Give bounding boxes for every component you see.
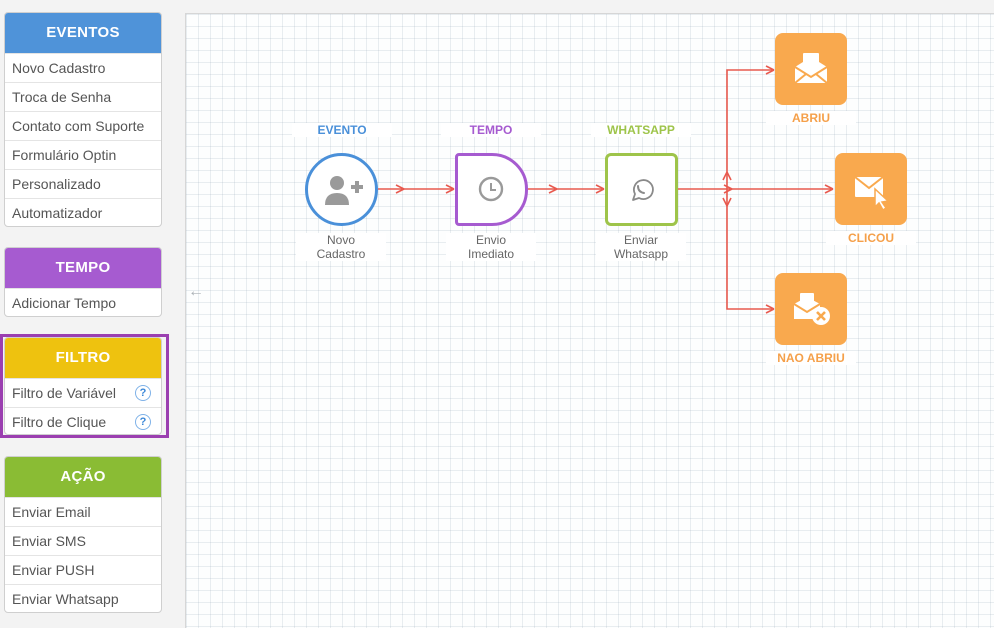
outcome-clicou[interactable] bbox=[835, 153, 907, 225]
user-plus-icon bbox=[325, 176, 363, 205]
outcome-abriu[interactable] bbox=[775, 33, 847, 105]
node-tempo-title: TEMPO bbox=[441, 123, 541, 137]
node-whatsapp-title: WHATSAPP bbox=[591, 123, 691, 137]
panel-eventos: EVENTOS Novo Cadastro Troca de Senha Con… bbox=[4, 12, 162, 227]
panel-tempo-header: TEMPO bbox=[5, 248, 161, 288]
panel-tempo: TEMPO Adicionar Tempo bbox=[4, 247, 162, 317]
node-tempo[interactable] bbox=[455, 153, 528, 226]
sidebar-item-enviar-sms[interactable]: Enviar SMS bbox=[5, 526, 161, 555]
envelope-open-icon bbox=[794, 53, 828, 84]
sidebar-item-contato-com-suporte[interactable]: Contato com Suporte bbox=[5, 111, 161, 140]
clock-icon bbox=[478, 176, 504, 202]
panel-acao: AÇÃO Enviar Email Enviar SMS Enviar PUSH… bbox=[4, 456, 162, 613]
sidebar-item-label: Filtro de Variável bbox=[12, 385, 117, 401]
sidebar-item-automatizador[interactable]: Automatizador bbox=[5, 198, 161, 226]
panel-filtro-header: FILTRO bbox=[5, 338, 161, 378]
whatsapp-icon bbox=[632, 179, 654, 201]
sidebar-item-troca-de-senha[interactable]: Troca de Senha bbox=[5, 82, 161, 111]
sidebar-item-formulario-optin[interactable]: Formulário Optin bbox=[5, 140, 161, 169]
collapse-sidebar-icon[interactable]: ← bbox=[188, 283, 204, 300]
sidebar-item-novo-cadastro[interactable]: Novo Cadastro bbox=[5, 53, 161, 82]
outcome-nao-abriu-label: NAO ABRIU bbox=[766, 351, 856, 365]
panel-acao-header: AÇÃO bbox=[5, 457, 161, 497]
outcome-abriu-label: ABRIU bbox=[766, 111, 856, 125]
help-icon[interactable]: ? bbox=[135, 385, 151, 401]
panel-filtro: FILTRO Filtro de Variável ? Filtro de Cl… bbox=[4, 337, 162, 435]
sidebar-item-adicionar-tempo[interactable]: Adicionar Tempo bbox=[5, 288, 161, 316]
sidebar-item-enviar-email[interactable]: Enviar Email bbox=[5, 497, 161, 526]
sidebar-item-enviar-whatsapp[interactable]: Enviar Whatsapp bbox=[5, 584, 161, 612]
node-evento[interactable] bbox=[305, 153, 378, 226]
node-evento-label: Novo Cadastro bbox=[296, 233, 386, 261]
sidebar-item-filtro-de-variavel[interactable]: Filtro de Variável ? bbox=[5, 378, 161, 407]
filtro-selection-frame bbox=[0, 334, 169, 438]
outcome-clicou-label: CLICOU bbox=[826, 231, 916, 245]
node-evento-title: EVENTO bbox=[292, 123, 392, 137]
outcome-nao-abriu[interactable] bbox=[775, 273, 847, 345]
node-tempo-label: Envio Imediato bbox=[446, 233, 536, 261]
sidebar-item-filtro-de-clique[interactable]: Filtro de Clique ? bbox=[5, 407, 161, 434]
node-whatsapp-label: Enviar Whatsapp bbox=[596, 233, 686, 261]
flow-canvas[interactable] bbox=[185, 13, 994, 628]
envelope-cancel-icon bbox=[793, 293, 830, 325]
sidebar-item-personalizado[interactable]: Personalizado bbox=[5, 169, 161, 198]
help-icon[interactable]: ? bbox=[135, 414, 151, 430]
sidebar-item-enviar-push[interactable]: Enviar PUSH bbox=[5, 555, 161, 584]
panel-eventos-header: EVENTOS bbox=[5, 13, 161, 53]
envelope-click-icon bbox=[854, 176, 890, 212]
node-whatsapp[interactable] bbox=[605, 153, 678, 226]
sidebar-item-label: Filtro de Clique bbox=[12, 414, 107, 430]
